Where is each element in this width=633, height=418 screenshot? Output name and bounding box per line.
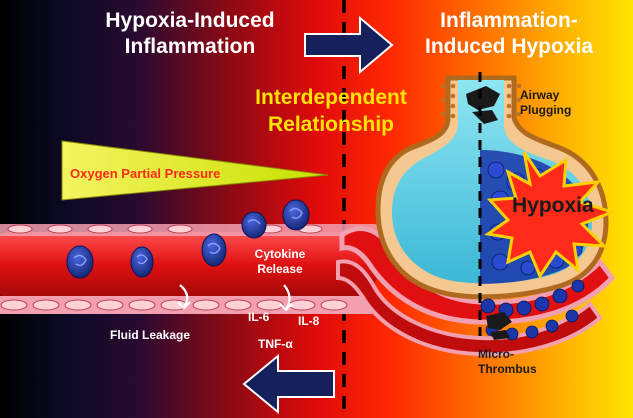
cytokine-label: Cytokine Release — [254, 247, 306, 276]
il8-label: IL-8 — [298, 314, 320, 328]
relationship-title: Interdependent Relationship — [255, 86, 407, 136]
tnf-label: TNF-α — [258, 337, 293, 351]
hypoxia-star-icon — [484, 151, 617, 280]
cell-icon — [241, 211, 267, 239]
microthrombus-label: Micro- Thrombus — [478, 347, 537, 376]
hypoxia-label: Hypoxia — [512, 194, 594, 217]
cell-icon — [282, 199, 310, 231]
cell-icon — [130, 246, 154, 278]
oxygen-label: Oxygen Partial Pressure — [70, 166, 221, 181]
oxygen-wedge — [61, 140, 329, 201]
process-arrows — [177, 284, 293, 312]
cell-icon — [66, 245, 94, 279]
left-title: Hypoxia-Induced Inflammation — [105, 9, 275, 58]
airway-label: Airway Plugging — [520, 88, 572, 117]
blood-vessel — [0, 224, 380, 314]
right-title: Inflammation- Induced Hypoxia — [424, 9, 594, 58]
il6-label: IL-6 — [248, 310, 270, 324]
immune-cells — [66, 199, 310, 279]
arrow-left-icon — [242, 353, 335, 415]
fluid-label: Fluid Leakage — [110, 328, 191, 342]
cell-icon — [201, 233, 227, 267]
arrow-right-icon — [304, 15, 394, 75]
microthrombus-icon — [486, 312, 512, 340]
